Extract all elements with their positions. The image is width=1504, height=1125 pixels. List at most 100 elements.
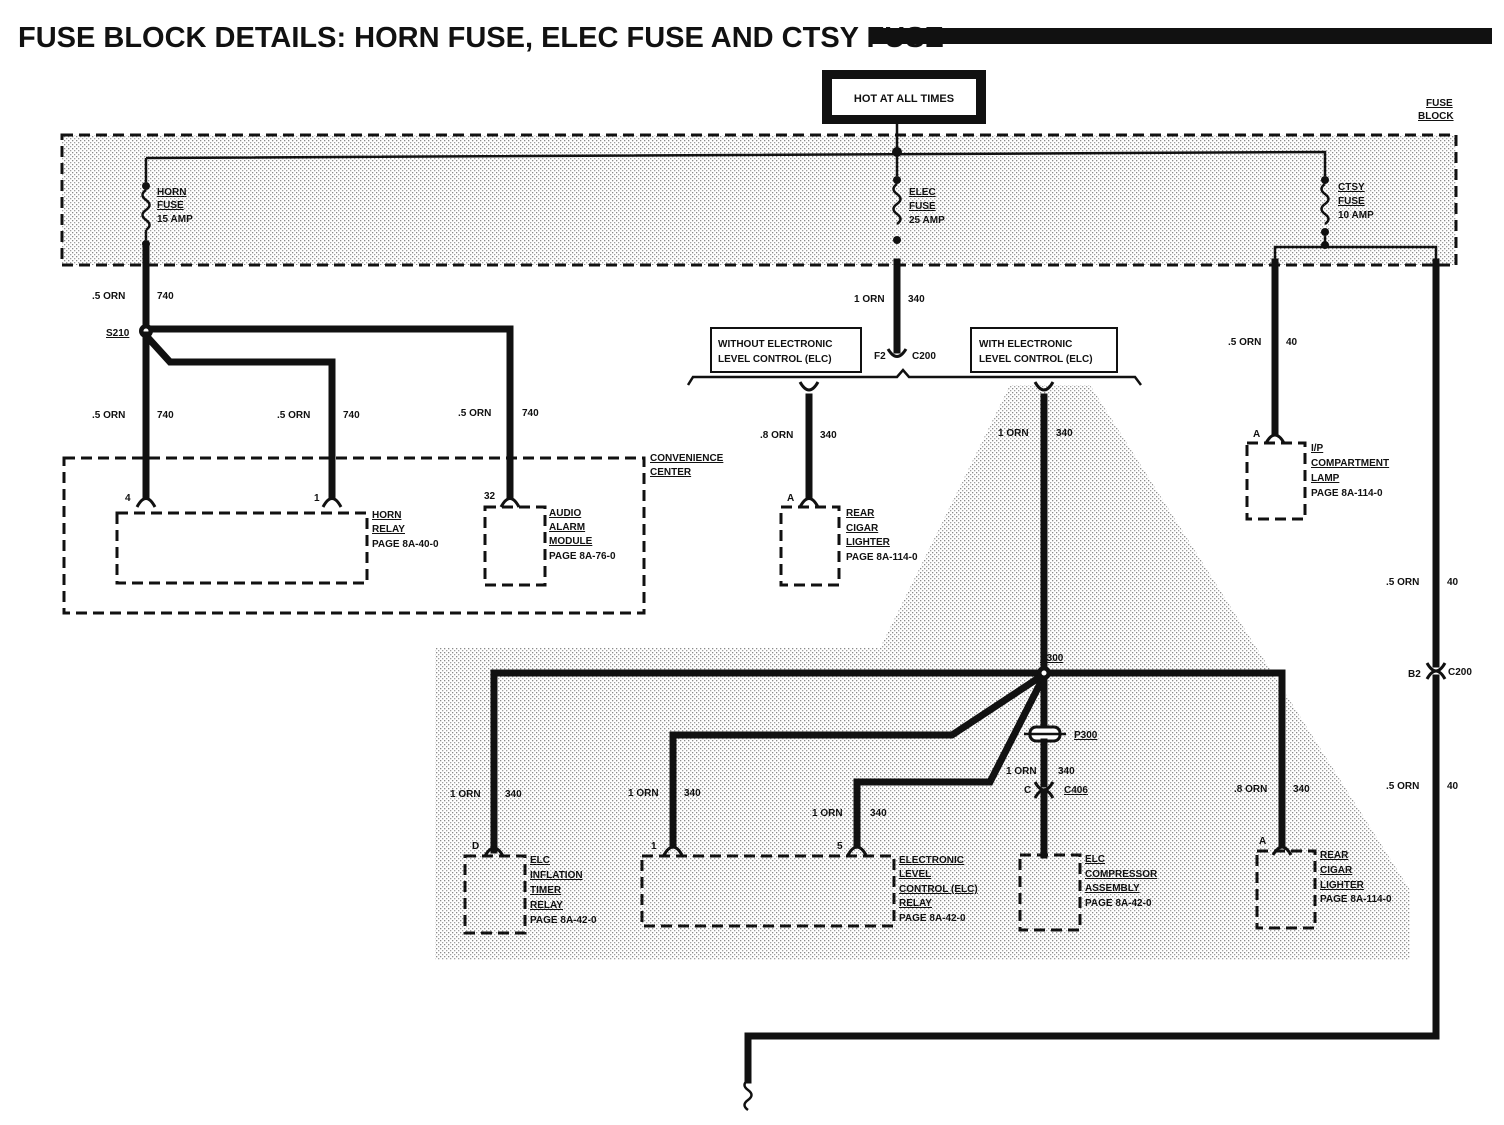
inflation-relay-pin: D <box>472 841 479 852</box>
horn-relay-connector-1 <box>321 497 343 508</box>
rear-cigar-2-l2: CIGAR <box>1320 865 1353 876</box>
wire-ctsy-lower <box>744 674 1440 1084</box>
fuse-block-outline <box>60 133 1458 267</box>
wire-elc-relay-1-circuit: 340 <box>684 788 701 799</box>
hot-label: HOT AT ALL TIMES <box>854 93 954 105</box>
wire-compressor-size: 1 ORN <box>1006 766 1037 777</box>
elc-relay-l2: LEVEL <box>899 869 931 880</box>
rear-cigar-1-l1: REAR <box>846 508 875 519</box>
ctsy-fuse-label-1: CTSY <box>1338 182 1365 193</box>
inflation-relay-l3: TIMER <box>530 885 562 896</box>
c200-right-name: C200 <box>1448 667 1472 678</box>
wire-elc-relay-5-size: 1 ORN <box>812 808 843 819</box>
horn-fuse-label-1: HORN <box>157 187 186 198</box>
audio-alarm-box <box>483 505 547 587</box>
ip-lamp-l1: I/P <box>1311 443 1324 454</box>
compressor-l3: ASSEMBLY <box>1085 883 1140 894</box>
elc-relay-l1: ELECTRONIC <box>899 855 964 866</box>
option-without-l2: LEVEL CONTROL (ELC) <box>718 354 832 365</box>
wire-inflation-size: 1 ORN <box>450 789 481 800</box>
inflation-relay-l1: ELC <box>530 855 550 866</box>
rear-cigar-2-connector <box>1271 845 1293 856</box>
wire-elec-main-size: 1 ORN <box>854 294 885 305</box>
wire-elc-relay-5 <box>853 675 1047 847</box>
wire-elc-main-size: 1 ORN <box>998 428 1029 439</box>
wire-compressor-circuit: 340 <box>1058 766 1075 777</box>
rear-cigar-1-l2: CIGAR <box>846 523 879 534</box>
rear-cigar-1-connector <box>798 497 820 508</box>
horn-relay-connector-4 <box>135 497 157 508</box>
ip-lamp-l3: LAMP <box>1311 473 1340 484</box>
wire-horn-size: .5 ORN <box>92 410 125 421</box>
wire-ctsy-main-circuit: 40 <box>1447 577 1459 588</box>
wire-elec-main-circuit: 340 <box>908 294 925 305</box>
rear-cigar-2-l3: LIGHTER <box>1320 880 1365 891</box>
convenience-center-label-1: CONVENIENCE <box>650 453 724 464</box>
page-title: FUSE BLOCK DETAILS: HORN FUSE, ELEC FUSE… <box>18 22 944 54</box>
wire-inflation-circuit: 340 <box>505 789 522 800</box>
wire-conv1-circuit: 740 <box>343 410 360 421</box>
elc-relay-l5: PAGE 8A-42-0 <box>899 913 966 924</box>
c200-right-pin: B2 <box>1408 669 1421 680</box>
elec-fuse: ELEC FUSE 25 AMP <box>892 152 945 244</box>
wire-rear-lighter-2-size: .8 ORN <box>1234 784 1267 795</box>
ip-lamp-connector <box>1264 433 1286 444</box>
ip-lamp-box <box>1245 441 1307 521</box>
wire-elc-relay-1 <box>669 672 1045 847</box>
c200-top-name: C200 <box>912 351 936 362</box>
elec-fuse-label-3: 25 AMP <box>909 215 945 226</box>
wire-s300-bus <box>490 669 1286 854</box>
horn-relay-pin-1: 1 <box>314 493 320 504</box>
rear-cigar-2-pin: A <box>1259 836 1266 847</box>
with-elc-connector <box>1033 381 1055 392</box>
horn-relay-pin-4: 4 <box>125 493 131 504</box>
audio-alarm-pin: 32 <box>484 491 496 502</box>
wire-elc-main-circuit: 340 <box>1056 428 1073 439</box>
splice-s210-label: S210 <box>106 328 130 339</box>
elc-relay-pin-1: 1 <box>651 841 657 852</box>
wire-horn-main-circuit: 740 <box>157 291 174 302</box>
wire-elc-relay-1-size: 1 ORN <box>628 788 659 799</box>
wire-horn-circuit: 740 <box>157 410 174 421</box>
wire-rear-lighter-2-circuit: 340 <box>1293 784 1310 795</box>
c200-top-pin: F2 <box>874 351 886 362</box>
ctsy-fuse: CTSY FUSE 10 AMP <box>1273 176 1438 260</box>
c200-right-connector-bottom <box>1425 669 1447 680</box>
convenience-center-box <box>62 456 646 615</box>
horn-relay-label-2: RELAY <box>372 524 405 535</box>
inflation-relay-l5: PAGE 8A-42-0 <box>530 915 597 926</box>
compressor-l2: COMPRESSOR <box>1085 869 1158 880</box>
horn-relay-box <box>115 511 369 585</box>
rear-cigar-1-l4: PAGE 8A-114-0 <box>846 552 918 563</box>
wire-ctsy-main-size: .5 ORN <box>1386 577 1419 588</box>
option-without-box <box>710 327 862 373</box>
wire-horn-main-size: .5 ORN <box>92 291 125 302</box>
ctsy-fuse-label-3: 10 AMP <box>1338 210 1374 221</box>
audio-alarm-label-3: MODULE <box>549 536 593 547</box>
fuse-block-label-2: BLOCK <box>1418 111 1454 122</box>
wire-ip-lamp-circuit: 40 <box>1286 337 1298 348</box>
wire-horn-relay-pin1 <box>145 335 336 499</box>
elc-relay-l3: CONTROL (ELC) <box>899 884 978 895</box>
option-with-box <box>970 327 1118 373</box>
ip-lamp-pin: A <box>1253 429 1260 440</box>
inflation-relay-connector <box>483 846 505 857</box>
c406-pin: C <box>1024 785 1031 796</box>
ip-lamp-l2: COMPARTMENT <box>1311 458 1389 469</box>
rear-cigar-2-box <box>1255 849 1317 930</box>
splice-s300-label: S300 <box>1040 653 1064 664</box>
wire-ip-lamp-size: .5 ORN <box>1228 337 1261 348</box>
inflation-relay-l4: RELAY <box>530 900 563 911</box>
wire-audio-alarm <box>150 325 514 499</box>
wire-continuation-break <box>743 1078 753 1112</box>
wire-audio-circuit: 740 <box>522 408 539 419</box>
elec-fuse-label-2: FUSE <box>909 201 936 212</box>
compressor-l1: ELC <box>1085 854 1105 865</box>
elc-relay-box <box>640 854 896 928</box>
wire-ctsy-lower-circuit: 40 <box>1447 781 1459 792</box>
ctsy-fuse-label-2: FUSE <box>1338 196 1365 207</box>
wire-ctsy-lower-size: .5 ORN <box>1386 781 1419 792</box>
wire-conv1-size: .5 ORN <box>277 410 310 421</box>
elec-fuse-label-1: ELEC <box>909 187 936 198</box>
